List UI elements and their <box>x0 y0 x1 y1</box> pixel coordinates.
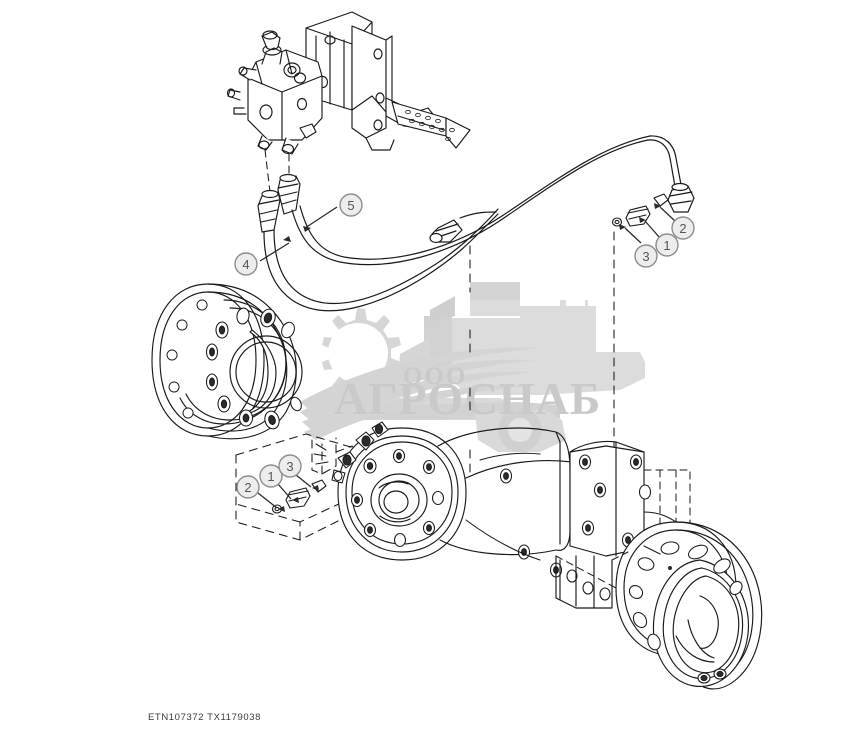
left-wheel-hub <box>151 283 303 440</box>
callout-1-left[interactable]: 1 <box>259 464 283 488</box>
callout-leader-3l <box>295 474 312 488</box>
hidden-outline-dashed <box>555 551 629 589</box>
callout-leader-4 <box>259 242 290 262</box>
callout-3-right[interactable]: 3 <box>634 244 658 268</box>
callout-5[interactable]: 5 <box>339 193 363 217</box>
watermark-agrosnab: ООО АГРОСНАБ <box>300 282 645 452</box>
axle-to-hub-connection <box>643 511 677 555</box>
callout-leader-5 <box>304 206 338 229</box>
hose-end-fitting-right <box>277 173 301 215</box>
assembly-dashed-line-valve <box>264 149 290 193</box>
callout-2-right-label: 2 <box>679 221 686 236</box>
elbow-fitting <box>653 193 669 207</box>
callout-1-right[interactable]: 1 <box>655 233 679 257</box>
callout-3-right-label: 3 <box>642 249 649 264</box>
callout-4-label: 4 <box>242 257 249 272</box>
axle-housing <box>313 421 691 609</box>
watermark-company-name: АГРОСНАБ <box>334 373 601 424</box>
elbow-fitting-left <box>311 479 327 493</box>
right-wheel-hub <box>615 521 763 690</box>
callout-2-right[interactable]: 2 <box>671 216 695 240</box>
callout-2-left-label: 2 <box>244 480 251 495</box>
callout-4[interactable]: 4 <box>234 252 258 276</box>
callout-3-left[interactable]: 3 <box>278 454 302 478</box>
callout-leader-1l <box>277 483 292 500</box>
callout-leader-2r <box>659 206 676 222</box>
callout-layer: 5 4 2 1 3 2 1 <box>234 193 695 512</box>
swoosh-icon <box>300 347 540 440</box>
axle-detail-brackets <box>465 452 541 561</box>
callout-1-left-label: 1 <box>267 469 274 484</box>
callout-5-label: 5 <box>347 198 354 213</box>
hose-end-fitting-left <box>257 189 281 233</box>
callout-3-left-label: 3 <box>286 459 293 474</box>
o-ring-seal <box>611 217 623 227</box>
callout-leader-2l <box>257 492 278 509</box>
callout-1-right-label: 1 <box>663 238 670 253</box>
watermark-company-form: ООО <box>403 363 467 390</box>
callout-leader-3r <box>624 227 642 244</box>
drawing-reference-caption: ETN107372 TX1179038 <box>148 712 261 723</box>
hydraulic-control-valve-assembly <box>226 11 471 155</box>
hydraulic-hose-short <box>263 208 499 312</box>
callout-2-left[interactable]: 2 <box>236 475 260 499</box>
callout-leader-1r <box>644 220 661 239</box>
